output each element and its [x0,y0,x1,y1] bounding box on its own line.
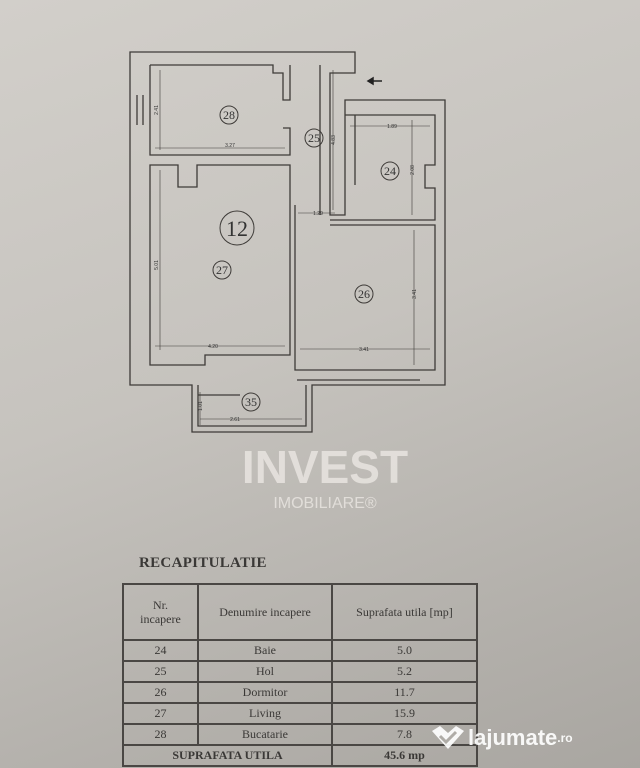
room-label-hall: 25 [308,131,320,145]
dim-hall-h: 4.83 [331,135,337,145]
entrance-arrow-icon [366,76,382,86]
window-left [136,95,144,125]
watermark-sub: IMOBILIARE® [273,495,377,512]
cell-nr: 25 [122,660,199,683]
summary-table: Nr. incapere Denumire incapere Suprafata… [122,583,478,767]
logo-tld: .ro [557,731,573,745]
living-wall [149,164,291,366]
header-area: Suprafata utila [mp] [331,583,478,641]
dim-bath-w: 1.89 [387,124,397,130]
summary-title: RECAPITULATIE [139,555,267,571]
dim-living-h: 5.01 [154,260,160,270]
lajumate-logo: lajumate.ro [428,723,573,753]
cell-nr: 28 [122,723,199,746]
cell-name: Dormitor [197,681,333,704]
dim-bedroom-h: 3.41 [412,289,418,299]
cell-nr: 27 [122,702,199,725]
total-value: 45.6 mp [331,744,478,767]
bath-wall [330,114,436,221]
total-label: SUPRAFATA UTILA [122,744,333,767]
dim-balcony-h: 1.01 [198,401,204,411]
cell-name: Living [197,702,333,725]
header-name: Denumire incapere [197,583,333,641]
heart-check-icon [432,726,464,749]
header-nr: Nr. incapere [122,583,199,641]
floor-plan: 28 25 24 27 26 35 12 2.41 3.27 4.83 1.89… [129,51,446,512]
balcony-wall [197,385,307,427]
dim-hall-w: 1.29 [313,211,323,217]
cell-name: Hol [197,660,333,683]
cell-area: 5.2 [331,660,478,683]
room-label-living: 27 [216,263,228,277]
cell-nr: 26 [122,681,199,704]
room-label-bedroom: 26 [358,287,370,301]
room-label-kitchen: 28 [223,108,235,122]
apartment-number: 12 [226,216,248,241]
room-label-balcony: 35 [245,395,257,409]
kitchen-wall [149,64,291,156]
dim-living-w: 4.20 [208,344,218,350]
bedroom-wall [294,205,436,381]
logo-name: lajumate [468,725,558,750]
cell-nr: 24 [122,639,199,662]
table-header: Nr. incapere Denumire incapere Suprafata… [122,583,478,641]
cell-area: 11.7 [331,681,478,704]
dim-kitchen-h: 2.41 [154,105,160,115]
watermark-brand: INVEST [242,441,408,493]
dim-kitchen-w: 3.27 [225,143,235,149]
dim-bath-h: 2.08 [410,165,416,175]
dimension-lines [155,70,430,425]
dim-balcony-w: 2.61 [230,417,240,423]
cell-area: 15.9 [331,702,478,725]
cell-name: Baie [197,639,333,662]
cell-name: Bucatarie [197,723,333,746]
cell-area: 5.0 [331,639,478,662]
dim-bedroom-w: 3.41 [359,347,369,353]
outer-wall [129,51,446,433]
room-label-bath: 24 [384,164,396,178]
